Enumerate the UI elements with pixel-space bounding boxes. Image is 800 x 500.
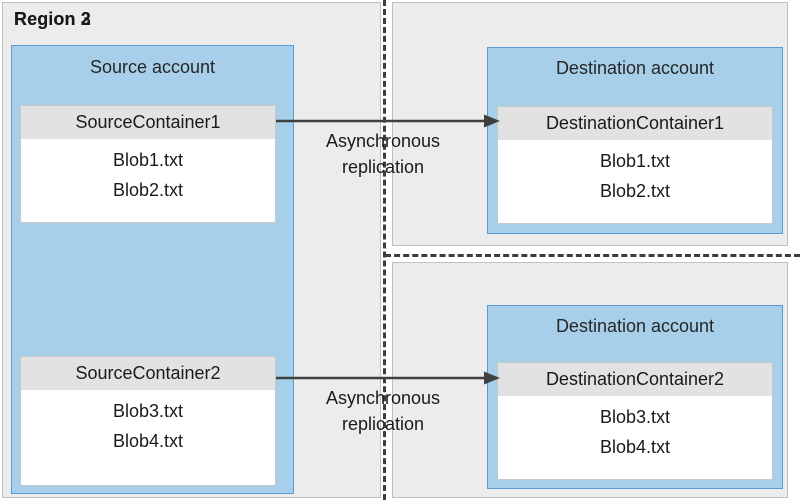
replication-caption-2: Asynchronous replication (288, 385, 478, 437)
replication-caption-1-line1: Asynchronous (325, 131, 441, 151)
destination-account-1-label: Destination account (555, 58, 715, 78)
region-divider-horizontal (385, 254, 800, 257)
blob-item: Blob3.txt (599, 407, 671, 427)
blob-item: Blob2.txt (599, 181, 671, 201)
region-divider-vertical (383, 0, 386, 500)
blob-item: Blob2.txt (112, 180, 184, 200)
source-container-2-card: SourceContainer2 Blob3.txt Blob4.txt (20, 356, 276, 486)
blob-item: Blob3.txt (112, 401, 184, 421)
replication-arrow-2-icon (276, 371, 500, 385)
source-container-1-name: SourceContainer1 (21, 106, 275, 139)
source-container-2-name: SourceContainer2 (21, 357, 275, 390)
destination-container-1-card: DestinationContainer1 Blob1.txt Blob2.tx… (497, 106, 773, 224)
destination-container-2-name: DestinationContainer2 (498, 363, 772, 396)
source-container-1-blob-list: Blob1.txt Blob2.txt (21, 139, 275, 205)
replication-caption-2-line1: Asynchronous (325, 388, 441, 408)
replication-caption-1: Asynchronous replication (288, 128, 478, 180)
source-container-2-blob-list: Blob3.txt Blob4.txt (21, 390, 275, 456)
source-container-1-card: SourceContainer1 Blob1.txt Blob2.txt (20, 105, 276, 223)
blob-item: Blob4.txt (599, 437, 671, 457)
replication-caption-2-line2: replication (341, 414, 425, 434)
destination-account-2-label: Destination account (555, 316, 715, 336)
blob-item: Blob1.txt (112, 150, 184, 170)
destination-container-1-name: DestinationContainer1 (498, 107, 772, 140)
destination-container-2-blob-list: Blob3.txt Blob4.txt (498, 396, 772, 462)
destination-container-1-blob-list: Blob1.txt Blob2.txt (498, 140, 772, 206)
blob-item: Blob1.txt (599, 151, 671, 171)
replication-caption-1-line2: replication (341, 157, 425, 177)
blob-item: Blob4.txt (112, 431, 184, 451)
replication-arrow-1-icon (276, 114, 500, 128)
region-2-title: Region 2 (14, 9, 91, 29)
destination-container-2-card: DestinationContainer2 Blob3.txt Blob4.tx… (497, 362, 773, 480)
region-3-title: Region 3 (14, 9, 91, 29)
source-account-label: Source account (89, 57, 216, 77)
